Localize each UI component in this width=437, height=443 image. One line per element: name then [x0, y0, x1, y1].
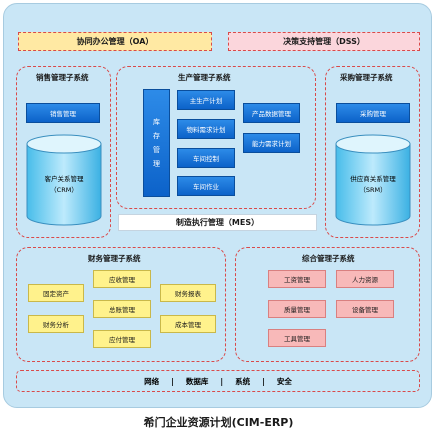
crm-label-line2: （CRM）	[50, 186, 78, 194]
srm-database-icon[interactable]	[335, 134, 411, 226]
inventory-management-box[interactable]: 库 存 管 理	[143, 89, 170, 197]
tooling-box[interactable]: 工具管理	[268, 329, 326, 347]
ledger-box[interactable]: 总账管理	[93, 300, 151, 318]
finance-subsystem	[16, 247, 226, 362]
finance-subsystem-title: 财务管理子系统	[88, 254, 141, 263]
sales-subsystem	[16, 66, 111, 238]
inventory-char-1: 库	[153, 118, 160, 126]
production-subsystem-title: 生产管理子系统	[178, 73, 231, 82]
srm-label-line2: （SRM）	[359, 186, 387, 194]
purchase-subsystem	[325, 66, 420, 238]
sales-management-box[interactable]: 销售管理	[26, 103, 100, 123]
dss-bar[interactable]: 决策支持管理（DSS）	[228, 32, 420, 51]
infra-database[interactable]: 数据库	[185, 376, 209, 386]
inventory-char-3: 管	[153, 146, 160, 154]
oa-bar[interactable]: 协同办公管理（OA）	[18, 32, 212, 51]
crm-label-line1: 客户关系管理	[44, 175, 84, 183]
general-subsystem	[235, 247, 420, 362]
workshop-ops-box[interactable]: 车间作业	[177, 176, 235, 196]
mrp-box[interactable]: 物料需求计划	[177, 119, 235, 139]
workshop-control-box[interactable]: 车间控制	[177, 148, 235, 168]
financial-analysis-box[interactable]: 财务分析	[28, 315, 84, 333]
salary-box[interactable]: 工资管理	[268, 270, 326, 288]
inventory-char-4: 理	[153, 160, 160, 168]
crm-database-icon[interactable]	[26, 134, 102, 226]
hr-box[interactable]: 人力资源	[336, 270, 394, 288]
inventory-char-2: 存	[153, 132, 160, 140]
payable-box[interactable]: 应付管理	[93, 330, 151, 348]
financial-reports-box[interactable]: 财务报表	[160, 284, 216, 302]
mes-bar[interactable]: 制造执行管理（MES）	[118, 214, 317, 231]
infra-security[interactable]: 安全	[276, 376, 292, 386]
quality-box[interactable]: 质量管理	[268, 300, 326, 318]
equipment-box[interactable]: 设备管理	[336, 300, 394, 318]
infra-network[interactable]: 网络	[144, 376, 160, 386]
purchase-management-box[interactable]: 采购管理	[336, 103, 410, 123]
crm-label: 客户关系管理 （CRM）	[26, 174, 102, 196]
srm-label: 供应商关系管理 （SRM）	[335, 174, 411, 196]
infra-system[interactable]: 系统	[235, 376, 251, 386]
srm-label-line1: 供应商关系管理	[350, 175, 396, 183]
mps-box[interactable]: 主生产计划	[177, 90, 235, 110]
sales-subsystem-title: 销售管理子系统	[36, 73, 89, 82]
production-subsystem	[116, 66, 316, 209]
fixed-assets-box[interactable]: 固定资产	[28, 284, 84, 302]
footer-title: 希门企业资源计划(CIM-ERP)	[143, 416, 294, 429]
cost-management-box[interactable]: 成本管理	[160, 315, 216, 333]
general-subsystem-title: 综合管理子系统	[302, 254, 355, 263]
receivable-box[interactable]: 应收管理	[93, 270, 151, 288]
crp-box[interactable]: 能力需求计划	[243, 133, 300, 153]
pdm-box[interactable]: 产品数据管理	[243, 103, 300, 123]
infrastructure-bar: 网络 | 数据库 | 系统 | 安全	[16, 370, 420, 392]
purchase-subsystem-title: 采购管理子系统	[340, 73, 393, 82]
